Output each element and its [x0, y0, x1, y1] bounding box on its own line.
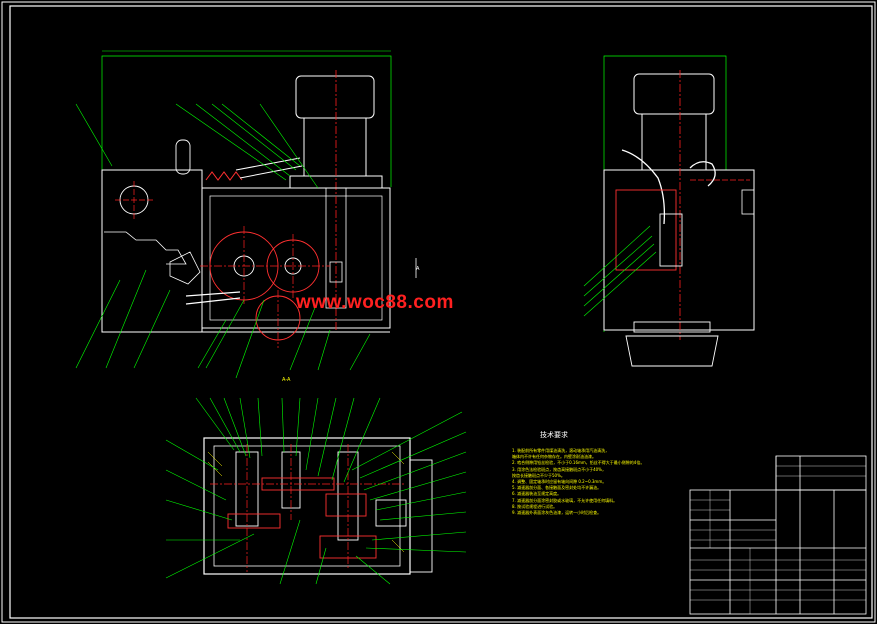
- front-view: [75, 50, 417, 379]
- section-view: [165, 397, 467, 585]
- tech-note: 5. 减速器剖分面、各接触面及密封处均不许漏油。: [512, 485, 602, 491]
- title-block: [689, 455, 867, 615]
- watermark-text: www.woc88.com: [296, 292, 454, 313]
- technical-requirements-title: 技术要求: [540, 431, 568, 439]
- tech-note: 3. 用涂色法检验斑点，按齿高接触斑点不小于40%，: [512, 466, 606, 472]
- inner-border: [9, 5, 873, 619]
- tech-note: 7. 减速器剖分面涂密封胶或水玻璃，不允许使用任何填料。: [512, 497, 618, 503]
- tech-note: 9. 减速器外表面涂灰色油漆，运转一小时后检查。: [512, 510, 602, 516]
- tech-note: 2. 啮合侧隙用铅丝检验，不小于0.16mm，铅丝不得大于最小侧隙的4倍。: [512, 460, 645, 466]
- section-label: A-A: [282, 377, 291, 383]
- tech-note: 4. 调整、固定轴承时应留有轴向间隙 0.2~0.3mm。: [512, 479, 607, 485]
- technical-requirements-list: 1. 装配前所有零件用煤油清洗，滚动轴承用汽油清洗， 箱体内不许有任何杂物存在。…: [512, 448, 682, 516]
- tech-note: 箱体内不许有任何杂物存在。内壁涂耐油油漆。: [512, 454, 596, 460]
- tech-note: 1. 装配前所有零件用煤油清洗，滚动轴承用汽油清洗，: [512, 448, 610, 453]
- tech-note: 6. 减速器装油至规定高度。: [512, 491, 562, 497]
- tech-note: 按齿长接触斑点不少于50%。: [512, 472, 565, 478]
- view-arrow-label: A: [416, 266, 420, 272]
- side-view: [583, 55, 755, 367]
- tech-note: 8. 按试验规程进行试验。: [512, 503, 558, 509]
